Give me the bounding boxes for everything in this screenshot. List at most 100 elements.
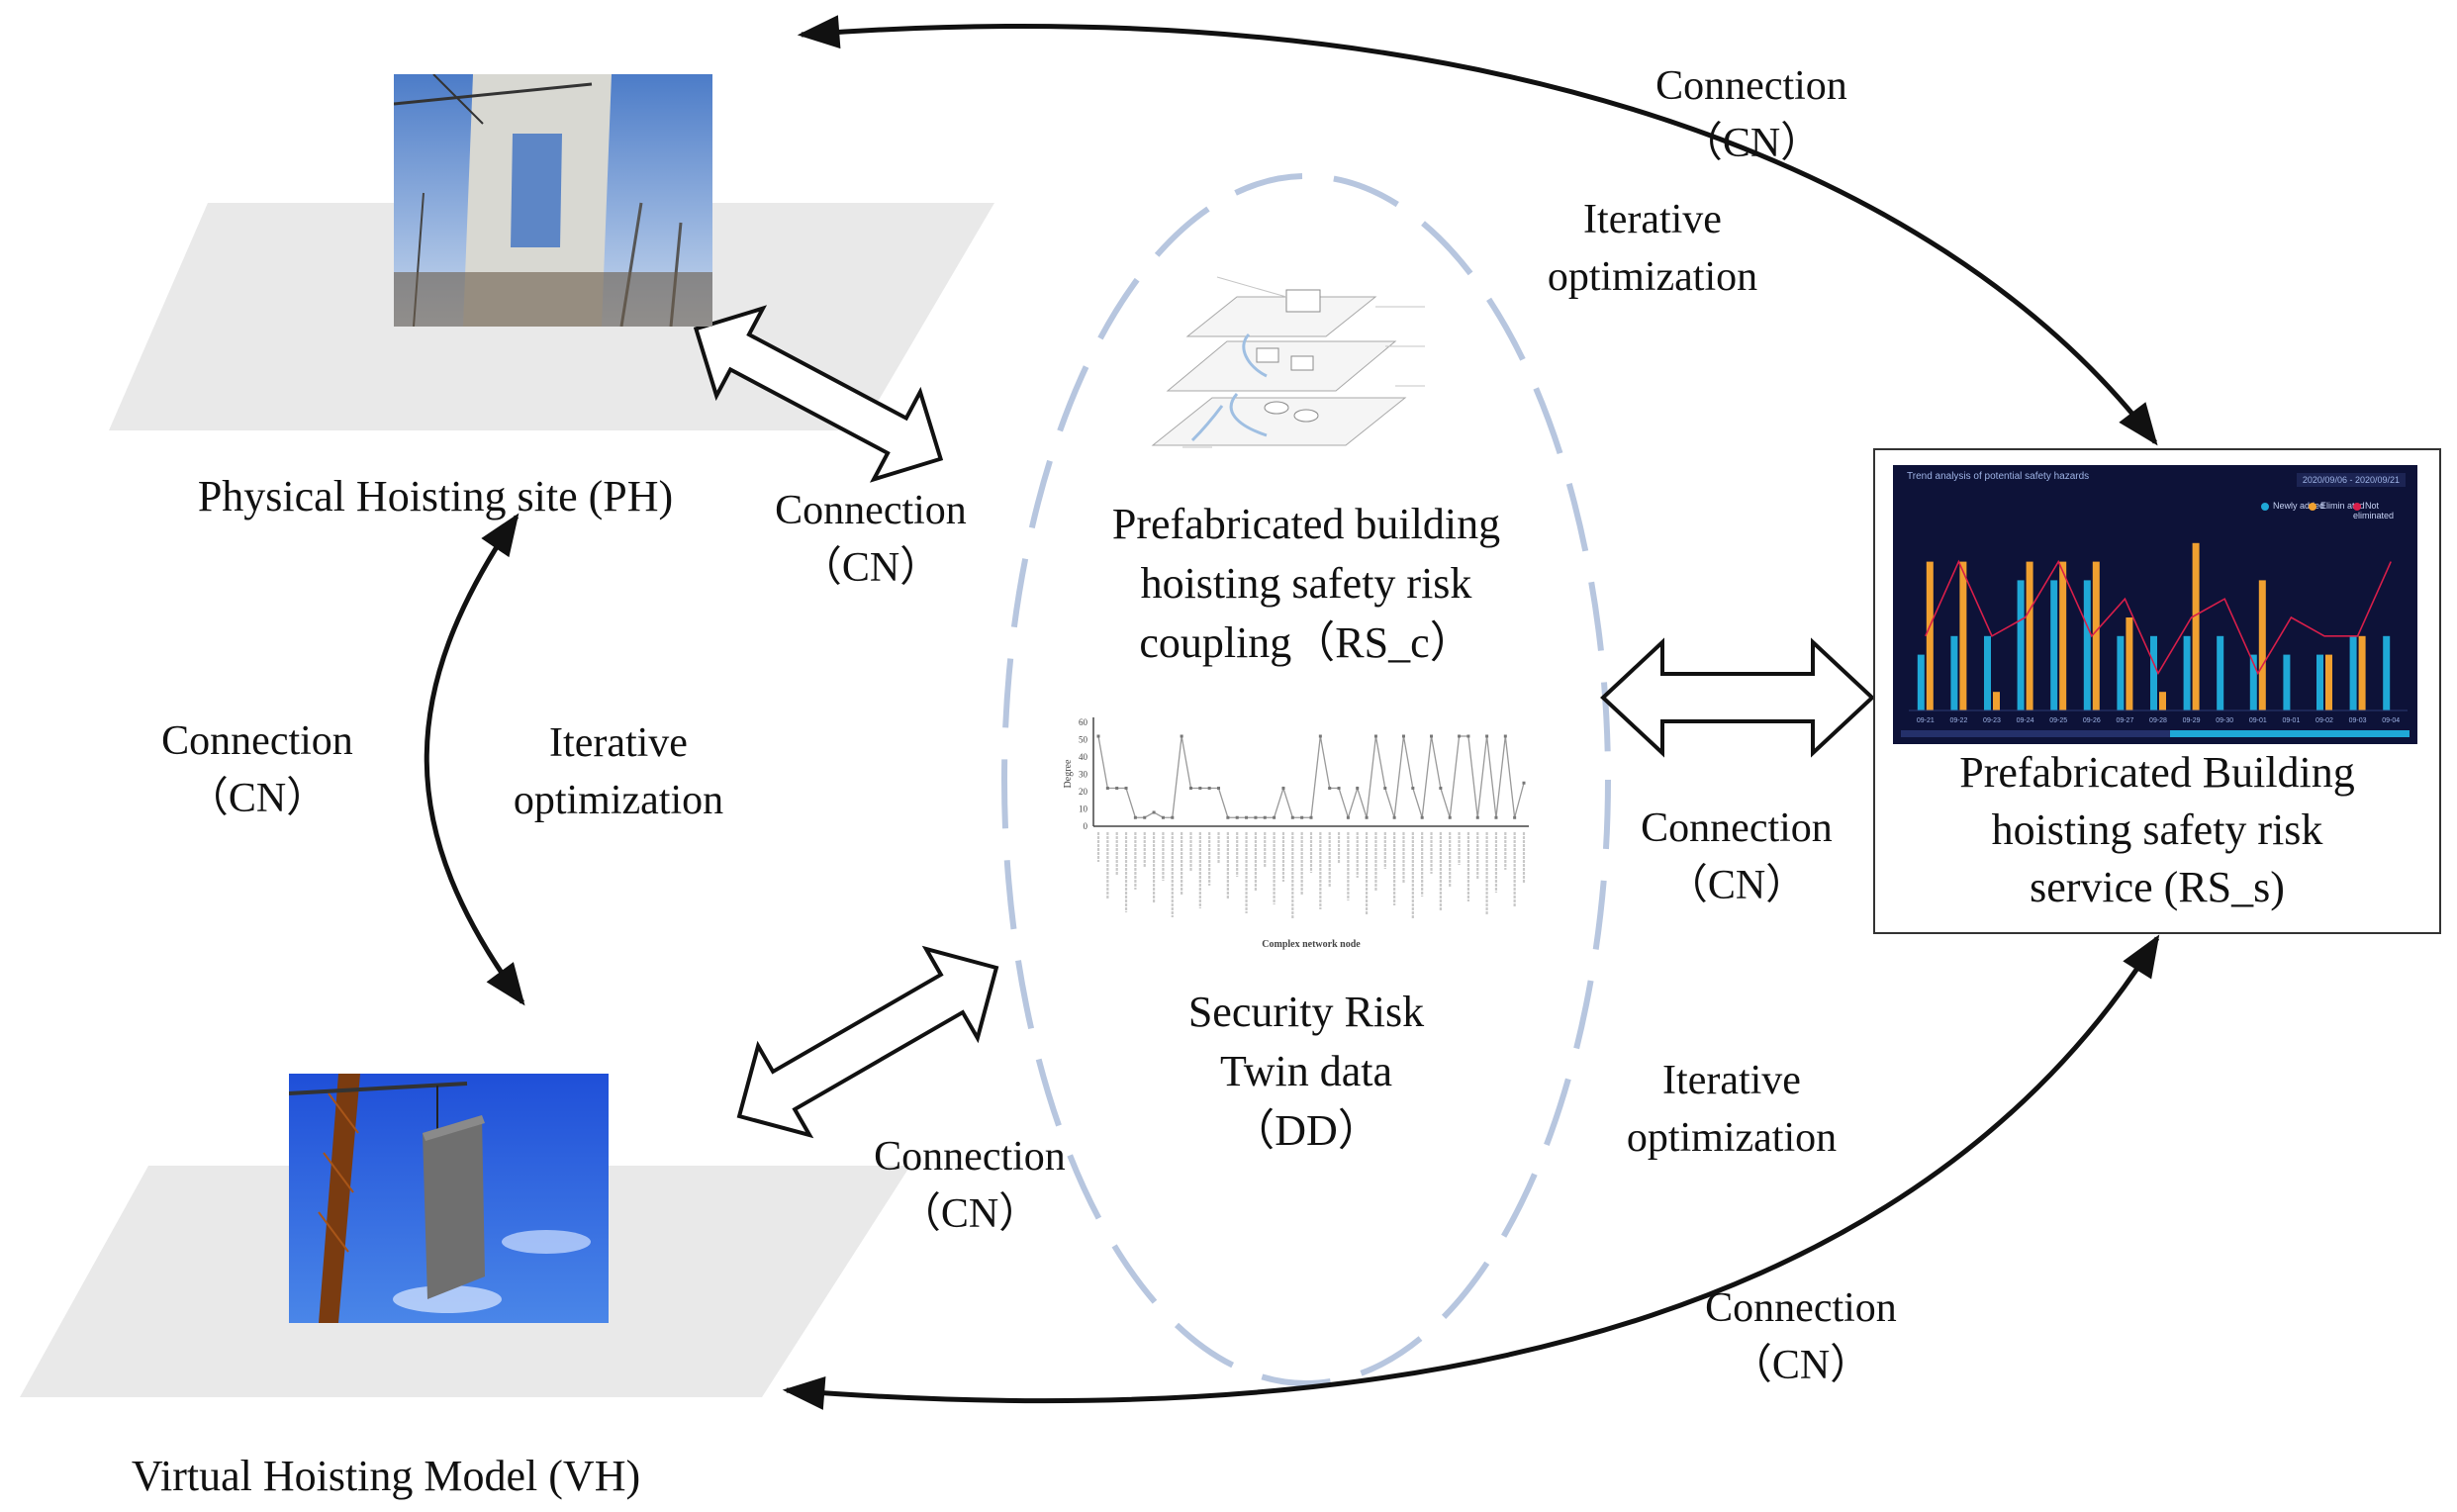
bar-newly-added xyxy=(2349,635,2357,710)
dashboard-date-range[interactable]: 2020/09/06 - 2020/09/21 xyxy=(2296,473,2406,487)
left-arc-optimization: optimization xyxy=(513,778,724,823)
x-tick-label: 09-21 xyxy=(1917,717,1935,724)
net-point xyxy=(1217,787,1221,790)
net-point xyxy=(1318,734,1322,738)
net-point xyxy=(1513,815,1517,819)
x-tick-label: 09-22 xyxy=(1949,717,1967,724)
top-arc-arrow xyxy=(797,15,2158,446)
left-arc-connection: Connection xyxy=(161,718,353,764)
net-point xyxy=(1281,787,1285,790)
bar-newly-added xyxy=(2316,654,2323,710)
net-point xyxy=(1337,787,1341,790)
ph-center-connection: Connection xyxy=(775,488,967,533)
center-service-label: Connection （CN） xyxy=(1559,800,1915,914)
bar-eliminated xyxy=(2026,561,2033,710)
center-top-line2: hoisting safety risk xyxy=(1140,559,1472,608)
net-point xyxy=(1152,810,1156,814)
net-point xyxy=(1273,815,1276,819)
center-bottom-label: Security Risk Twin data （DD） xyxy=(1108,983,1504,1161)
net-point xyxy=(1494,815,1498,819)
net-y-tick: 40 xyxy=(1079,752,1088,762)
hazard-dashboard: Trend analysis of potential safety hazar… xyxy=(1893,465,2417,744)
bar-newly-added xyxy=(2150,635,2157,710)
bar-eliminated xyxy=(2258,580,2266,710)
bar-newly-added xyxy=(2217,635,2224,710)
bar-eliminated xyxy=(2192,542,2200,710)
net-point xyxy=(1346,815,1350,819)
top-arc-label: Connection （CN） xyxy=(1504,57,1999,172)
bar-eliminated xyxy=(2126,617,2133,710)
net-point xyxy=(1096,734,1100,738)
bar-newly-added xyxy=(1917,654,1925,710)
net-point xyxy=(1180,734,1183,738)
net-point xyxy=(1485,734,1489,738)
service-line2: hoisting safety risk xyxy=(1991,805,2323,854)
bottom-arc-iterative: Iterative xyxy=(1662,1058,1801,1103)
x-tick-label: 09-04 xyxy=(2382,717,2400,724)
service-line3: service (RS_s) xyxy=(2030,863,2285,911)
left-arc-iterative: Iterative xyxy=(549,720,688,766)
net-y-tick: 0 xyxy=(1084,821,1088,831)
center-service-double-arrow xyxy=(1600,637,1875,758)
x-tick-label: 09-02 xyxy=(2315,717,2333,724)
bottom-arc-optimization: optimization xyxy=(1626,1115,1838,1161)
net-point xyxy=(1207,787,1211,790)
net-point xyxy=(1143,815,1147,819)
net-point xyxy=(1198,787,1202,790)
x-tick-label: 09-26 xyxy=(2083,717,2101,724)
net-point xyxy=(1401,734,1405,738)
net-point xyxy=(1466,734,1470,738)
ph-center-cn: （CN） xyxy=(800,545,942,591)
net-point xyxy=(1373,734,1377,738)
center-bottom-line3: （DD） xyxy=(1231,1106,1381,1155)
net-point xyxy=(1290,815,1294,819)
net-point xyxy=(1161,815,1165,819)
vh-center-label: Connection （CN） xyxy=(792,1128,1148,1243)
vh-center-cn: （CN） xyxy=(898,1191,1041,1237)
net-point xyxy=(1420,815,1424,819)
bottom-arc-arrow xyxy=(782,934,2160,1410)
net-point xyxy=(1309,815,1313,819)
net-x-label: Complex network node xyxy=(1262,939,1361,950)
net-point xyxy=(1328,787,1332,790)
bar-eliminated xyxy=(2059,561,2067,710)
left-arc-iter-label: Iterative optimization xyxy=(435,714,802,829)
net-point xyxy=(1263,815,1267,819)
net-point xyxy=(1171,815,1175,819)
ph-center-label: Connection （CN） xyxy=(693,482,1049,597)
net-point xyxy=(1522,781,1526,785)
net-y-tick: 60 xyxy=(1079,717,1088,727)
bar-newly-added xyxy=(1950,635,1958,710)
top-arc-iter-label: Iterative optimization xyxy=(1415,191,1890,306)
bar-newly-added xyxy=(2283,654,2291,710)
net-point xyxy=(1503,734,1507,738)
center-top-line1: Prefabricated building xyxy=(1111,500,1501,548)
bar-newly-added xyxy=(2083,580,2091,710)
bar-newly-added xyxy=(1984,635,1991,710)
bar-eliminated xyxy=(2092,561,2100,710)
net-point xyxy=(1188,787,1192,790)
legend-newly-added: Newly added xyxy=(2261,501,2324,511)
net-point xyxy=(1356,787,1360,790)
bottom-arc-iter-label: Iterative optimization xyxy=(1573,1052,1890,1167)
net-point xyxy=(1226,815,1230,819)
bar-eliminated xyxy=(1993,692,2000,710)
net-point xyxy=(1300,815,1304,819)
net-series-line xyxy=(1097,735,1525,820)
x-tick-label: 09-27 xyxy=(2116,717,2133,724)
top-arc-iterative: Iterative xyxy=(1583,197,1722,242)
bar-eliminated xyxy=(2358,635,2366,710)
center-service-cn: （CN） xyxy=(1665,863,1808,908)
risk-service-box: Trend analysis of potential safety hazar… xyxy=(1873,448,2441,934)
x-tick-label: 09-30 xyxy=(2216,717,2233,724)
bar-eliminated xyxy=(2325,654,2332,710)
bottom-arc-cn: （CN） xyxy=(1730,1343,1872,1388)
center-top-line3: coupling（RS_c） xyxy=(1139,618,1473,667)
net-point xyxy=(1245,815,1249,819)
net-point xyxy=(1411,787,1415,790)
bar-newly-added xyxy=(2183,635,2191,710)
